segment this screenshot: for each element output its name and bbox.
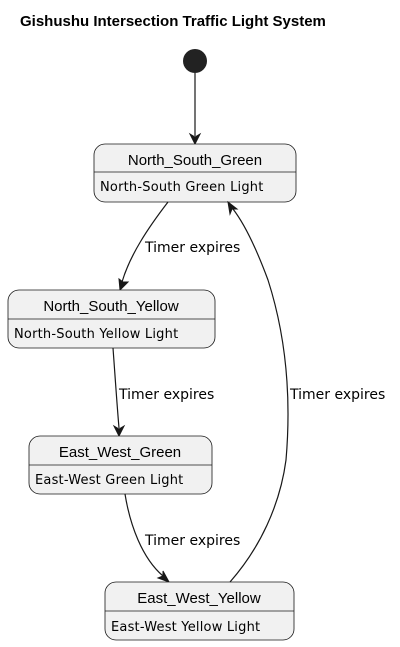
state-east-west-yellow: East_West_Yellow East-West Yellow Light (104, 581, 295, 641)
state-description: East-West Yellow Light (111, 620, 260, 635)
state-name: North_South_Green (128, 152, 262, 169)
diagram-title: Gishushu Intersection Traffic Light Syst… (20, 13, 326, 30)
edge-ns-yellow-to-ew-green: Timer expires (112, 347, 214, 438)
edge-ew-yellow-to-ns-green: Timer expires (227, 200, 385, 583)
state-name: North_South_Yellow (43, 298, 179, 315)
state-north-south-green: North_South_Green North-South Green Ligh… (93, 143, 297, 203)
state-east-west-green: East_West_Green East-West Green Light (28, 435, 213, 495)
state-north-south-yellow: North_South_Yellow North-South Yellow Li… (7, 289, 216, 349)
transition-label: Timer expires (144, 240, 240, 256)
edge-ns-green-to-ns-yellow: Timer expires (118, 201, 240, 292)
state-description: North-South Yellow Light (14, 327, 178, 342)
transition-label: Timer expires (118, 387, 214, 403)
initial-state-node (183, 49, 207, 73)
edge-initial-to-ns-green (188, 73, 202, 146)
transition-label: Timer expires (289, 387, 385, 403)
state-name: East_West_Yellow (137, 590, 261, 607)
state-name: East_West_Green (59, 444, 181, 461)
state-description: East-West Green Light (35, 473, 183, 488)
state-description: North-South Green Light (100, 180, 264, 195)
transition-label: Timer expires (144, 533, 240, 549)
edge-ew-green-to-ew-yellow: Timer expires (124, 493, 240, 583)
